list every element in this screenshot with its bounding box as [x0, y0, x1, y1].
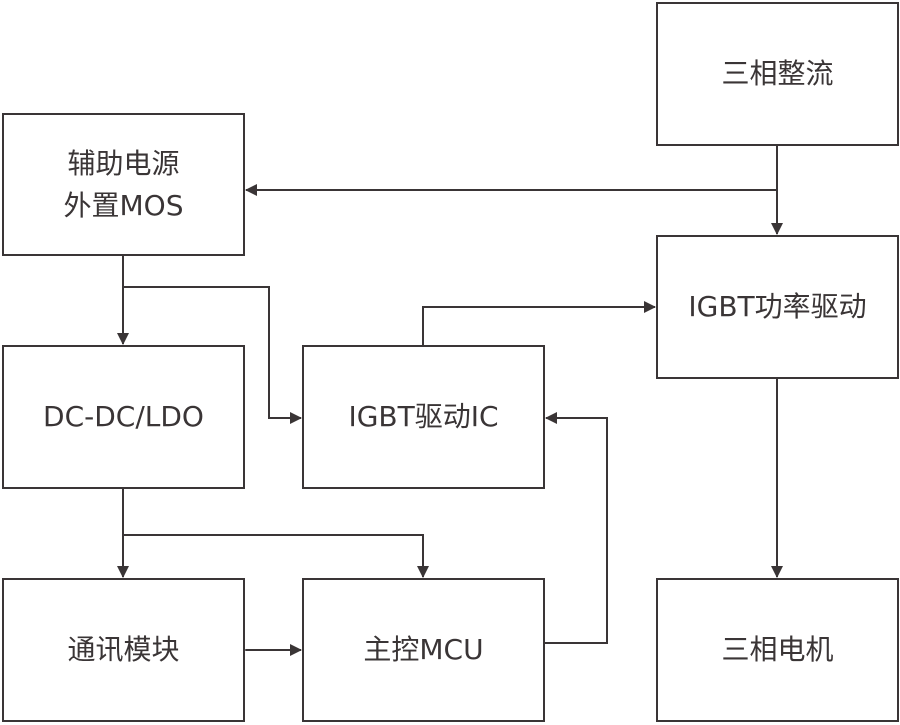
main-mcu-label: 主控MCU [363, 633, 484, 666]
dcdc-ldo-label: DC-DC/LDO [43, 400, 204, 433]
connector-igbt-ic-to-igbt-power [422, 301, 656, 345]
rectifier-label: 三相整流 [721, 57, 834, 90]
motor-label: 三相电机 [721, 633, 834, 666]
igbt-power-drive-label: IGBT功率驱动 [688, 290, 867, 323]
aux-power-block: 辅助电源 外置MOS [2, 113, 245, 256]
connector-mcu-to-igbt-ic [545, 412, 608, 644]
connector-dcdc-to-mcu [123, 534, 429, 578]
connector-aux-to-igbt-ic [123, 286, 302, 424]
rectifier-block: 三相整流 [656, 2, 899, 146]
aux-power-label-line1: 辅助电源 [67, 146, 180, 180]
igbt-driver-ic-block: IGBT驱动IC [302, 345, 545, 489]
dcdc-ldo-block: DC-DC/LDO [2, 345, 245, 489]
aux-power-label-line2: 外置MOS [63, 188, 184, 222]
igbt-power-drive-block: IGBT功率驱动 [656, 235, 899, 379]
igbt-driver-ic-label: IGBT驱动IC [348, 400, 499, 433]
motor-block: 三相电机 [656, 578, 899, 722]
main-mcu-block: 主控MCU [302, 578, 545, 722]
comm-module-label: 通讯模块 [67, 633, 180, 666]
comm-module-block: 通讯模块 [2, 578, 245, 722]
